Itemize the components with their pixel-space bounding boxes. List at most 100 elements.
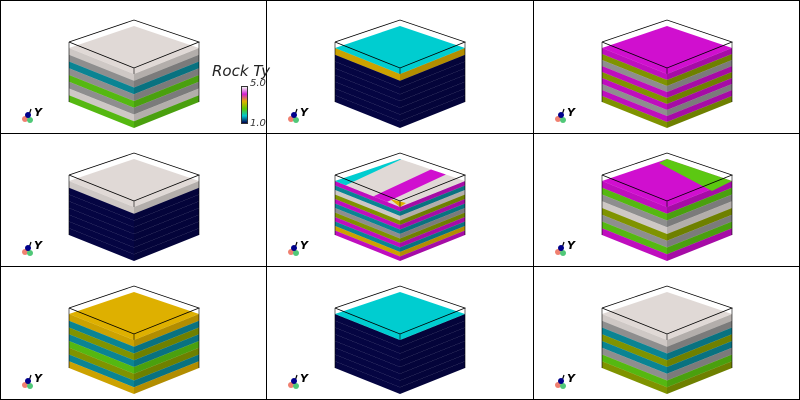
- top-face: [69, 159, 199, 207]
- render-panel: Y: [0, 266, 267, 400]
- block-model-render: Y: [22, 285, 201, 394]
- top-face: [69, 292, 199, 340]
- layer-left-face: [69, 228, 134, 261]
- axis-y-label: Y: [34, 372, 43, 385]
- layer-left-face: [335, 320, 400, 354]
- layer-right-face: [400, 48, 465, 81]
- axis-y-dot: [560, 117, 566, 123]
- axis-z-dot: [25, 378, 31, 384]
- axis-y-label: Y: [34, 106, 43, 119]
- axis-z-dot: [558, 378, 564, 384]
- colorbar-min-label: 1.0: [250, 118, 266, 129]
- top-face: [335, 292, 465, 340]
- layer-left-face: [602, 334, 667, 367]
- layer-right-face: [134, 228, 199, 261]
- layer-left-face: [335, 88, 400, 122]
- layer-left-face: [69, 187, 134, 221]
- render-panel: Y: [266, 0, 534, 134]
- layer-right-face: [134, 75, 199, 108]
- layer-right-face: [134, 48, 199, 81]
- layer-left-face: [69, 347, 134, 381]
- axis-z-dot: [291, 245, 297, 251]
- layer-right-face: [134, 68, 199, 101]
- layer-left-face: [602, 72, 667, 104]
- layer-right-face: [400, 334, 465, 367]
- colorbar-max-label: 5.0: [250, 78, 266, 89]
- axis-triad: Y: [22, 106, 43, 123]
- axis-y-dot: [560, 250, 566, 256]
- colorbar-legend: Rock Ty 5.0 1.0: [212, 62, 272, 132]
- layer-left-face: [69, 201, 134, 234]
- layer-right-face: [400, 226, 465, 257]
- layer-left-face: [602, 361, 667, 394]
- render-panel: Y: [533, 266, 800, 400]
- layer-left-face: [69, 341, 134, 374]
- layer-left-face: [602, 347, 667, 381]
- layer-left-face: [602, 194, 667, 228]
- block-model-render: Y: [288, 152, 467, 261]
- top-face: [335, 26, 465, 74]
- layer-right-face: [667, 54, 732, 86]
- top-stripe: [335, 159, 465, 207]
- layer-left-face: [69, 327, 134, 361]
- block-model-render: Y: [22, 19, 201, 128]
- layer-right-face: [400, 199, 465, 230]
- layer-left-face: [602, 48, 667, 80]
- layer-left-face: [602, 54, 667, 86]
- top-face: [602, 292, 732, 340]
- layer-right-face: [400, 341, 465, 374]
- layer-left-face: [335, 194, 400, 225]
- layer-left-face: [602, 96, 667, 128]
- layer-left-face: [602, 228, 667, 261]
- layer-right-face: [667, 314, 732, 347]
- layer-left-face: [335, 199, 400, 230]
- layer-right-face: [134, 341, 199, 374]
- axis-triad: Y: [288, 372, 309, 389]
- layer-left-face: [602, 201, 667, 234]
- render-panel: Y: [0, 0, 267, 134]
- layer-left-face: [602, 90, 667, 122]
- layer-right-face: [134, 327, 199, 361]
- layer-right-face: [400, 81, 465, 115]
- layer-left-face: [602, 78, 667, 110]
- layer-right-face: [134, 320, 199, 354]
- axis-z-dot: [558, 112, 564, 118]
- layer-right-face: [134, 61, 199, 95]
- layer-right-face: [400, 217, 465, 248]
- layer-left-face: [335, 217, 400, 248]
- layer-right-face: [134, 201, 199, 234]
- layer-left-face: [335, 226, 400, 257]
- layer-left-face: [602, 60, 667, 92]
- layer-left-face: [602, 181, 667, 214]
- top-face: [602, 26, 732, 74]
- layer-right-face: [400, 75, 465, 108]
- layer-right-face: [667, 187, 732, 221]
- layer-right-face: [134, 81, 199, 115]
- axis-triad: Y: [288, 239, 309, 256]
- layer-left-face: [69, 88, 134, 122]
- layer-right-face: [400, 221, 465, 252]
- colorbar-title: Rock Ty: [212, 62, 271, 80]
- layer-left-face: [602, 314, 667, 347]
- axis-z-dot: [291, 378, 297, 384]
- top-face-region: [659, 159, 732, 191]
- layer-right-face: [667, 361, 732, 394]
- axis-y-label: Y: [300, 372, 309, 385]
- layer-right-face: [400, 203, 465, 234]
- layer-right-face: [400, 88, 465, 122]
- layer-left-face: [335, 95, 400, 128]
- layer-right-face: [400, 185, 465, 216]
- render-panel: Y: [266, 266, 534, 400]
- layer-right-face: [134, 314, 199, 347]
- axis-triad: Y: [555, 239, 576, 256]
- layer-left-face: [335, 203, 400, 234]
- layer-right-face: [400, 190, 465, 221]
- layer-right-face: [134, 187, 199, 221]
- layer-right-face: [400, 54, 465, 88]
- layer-right-face: [667, 354, 732, 388]
- layer-left-face: [69, 194, 134, 228]
- layer-left-face: [69, 320, 134, 354]
- layer-left-face: [335, 347, 400, 381]
- layer-left-face: [69, 68, 134, 101]
